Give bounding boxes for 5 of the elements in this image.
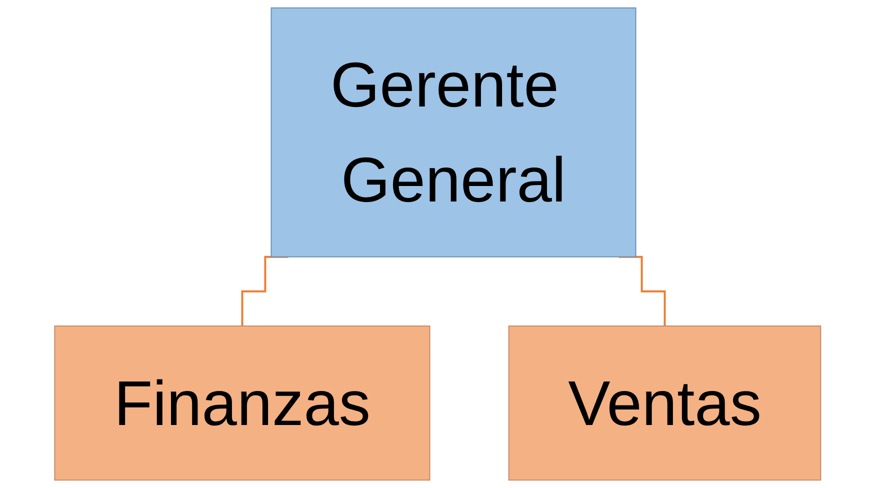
connector <box>242 256 288 327</box>
connector <box>619 256 666 327</box>
node-box: Finanzas <box>54 326 431 481</box>
node-box: Ventas <box>508 326 822 481</box>
node-box: Gerente General <box>271 7 637 258</box>
